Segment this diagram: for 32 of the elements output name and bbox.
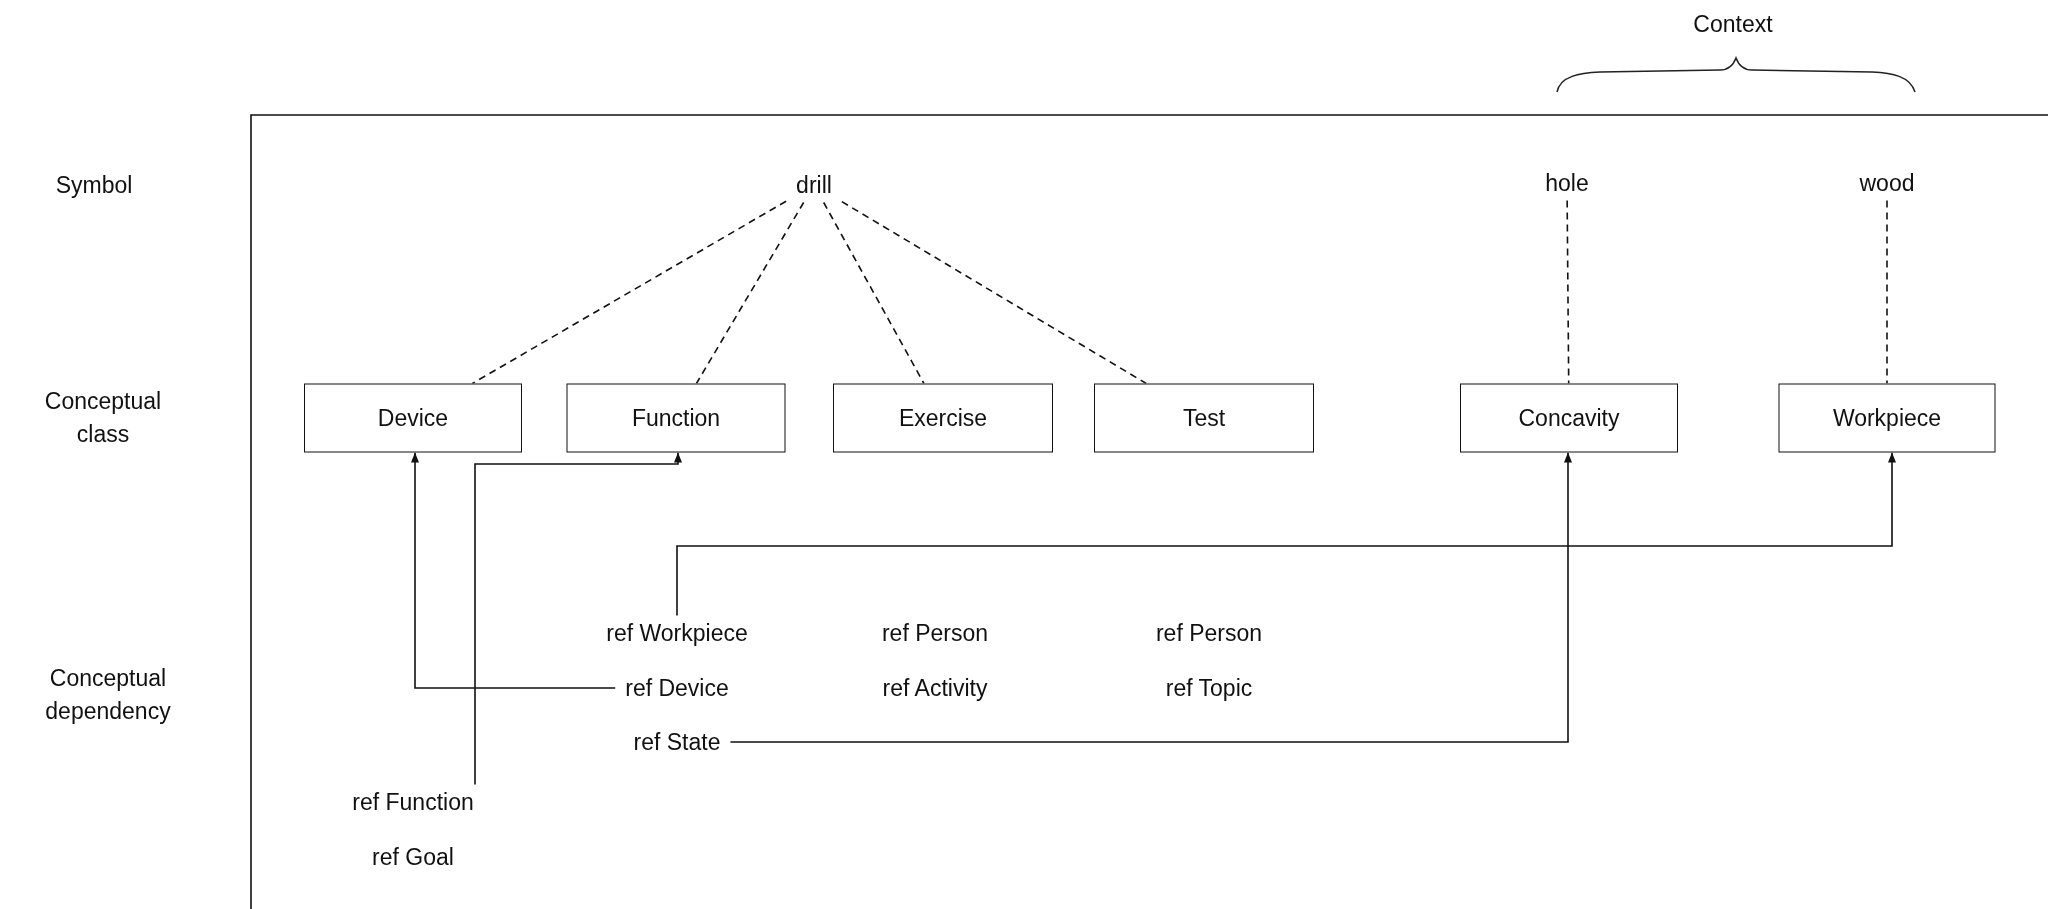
dependency-text: ref Topic <box>1165 674 1253 702</box>
node-text: hole <box>1535 165 1599 201</box>
arrow <box>676 451 1896 617</box>
dashed-line <box>471 200 787 385</box>
node-text: ref State <box>623 724 731 760</box>
arrow <box>411 451 617 689</box>
group-label: Context <box>1693 10 1773 38</box>
concept-box: Device <box>304 383 522 453</box>
arrow <box>729 451 1572 743</box>
concept-box: Function <box>566 383 786 453</box>
dashed-line <box>822 201 925 385</box>
concept-box: Exercise <box>833 383 1053 453</box>
node-text: ref Device <box>615 670 739 706</box>
dashed-line <box>1566 199 1570 385</box>
dependency-text: ref Person <box>1155 619 1263 647</box>
row-label: Conceptual dependency <box>44 663 172 726</box>
node-text: wood <box>1849 165 1925 201</box>
concept-box: Test <box>1094 383 1314 453</box>
dashed-line <box>841 200 1148 385</box>
dependency-text: ref Activity <box>882 674 988 702</box>
node-text: ref Function <box>342 784 484 820</box>
dashed-line <box>1886 199 1888 385</box>
dependency-text: ref Person <box>881 619 989 647</box>
dashed-line <box>695 201 805 385</box>
concept-box: Workpiece <box>1778 383 1996 453</box>
row-label: Symbol <box>55 171 133 199</box>
concept-box: Concavity <box>1460 383 1678 453</box>
dependency-text: ref Goal <box>372 843 454 871</box>
node-text: drill <box>786 167 842 203</box>
node-text: ref Workpiece <box>596 615 758 651</box>
arrow <box>474 451 682 786</box>
row-label: Conceptual class <box>43 386 163 449</box>
